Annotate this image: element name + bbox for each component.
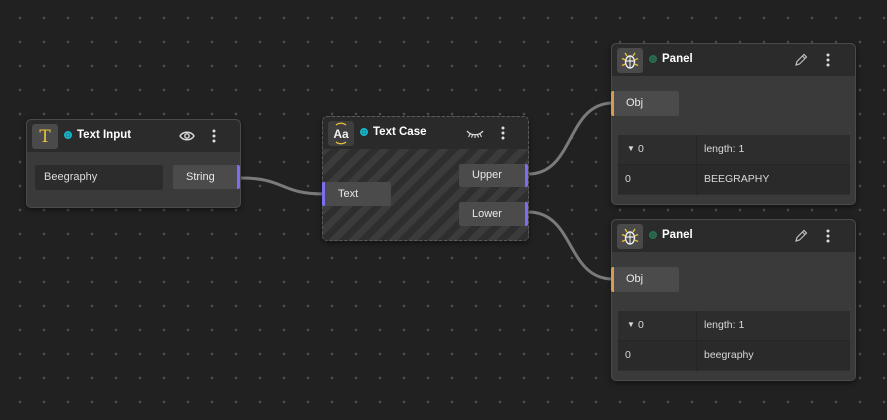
input-port-obj[interactable]: Obj (611, 91, 679, 116)
more-menu-icon[interactable] (205, 127, 223, 145)
row-index: 0 (625, 173, 631, 185)
panel-data-table: ▼ 0 length: 1 0 BEEGRAPHY (618, 135, 850, 195)
more-menu-icon[interactable] (819, 51, 837, 69)
more-menu-icon[interactable] (819, 227, 837, 245)
column-divider (696, 135, 697, 195)
text-case-node[interactable]: Aa Text Case Text Upper Lower (322, 116, 529, 241)
output-port-upper[interactable]: Upper (459, 164, 528, 187)
status-icon (649, 55, 657, 63)
collapse-caret-icon[interactable]: ▼ (627, 144, 635, 153)
text-case-Aa-icon: Aa (328, 121, 354, 146)
output-port-string[interactable]: String (173, 165, 240, 189)
input-port-obj[interactable]: Obj (611, 267, 679, 292)
more-menu-icon[interactable] (494, 124, 512, 142)
pencil-icon[interactable] (792, 51, 810, 69)
text-value-field[interactable]: Beegraphy (35, 165, 163, 190)
node-title: Text Case (373, 126, 427, 138)
table-row[interactable]: ▼ 0 length: 1 (618, 135, 850, 165)
table-row[interactable]: 0 BEEGRAPHY (618, 165, 850, 194)
pencil-icon[interactable] (792, 227, 810, 245)
row-value: beegraphy (704, 349, 754, 361)
bug-icon (617, 48, 643, 73)
node-header[interactable]: Panel (612, 220, 855, 252)
row-value: length: 1 (704, 319, 745, 331)
status-icon (360, 128, 368, 136)
node-title: Panel (662, 53, 693, 65)
bug-icon (617, 224, 643, 249)
collapse-caret-icon[interactable]: ▼ (627, 320, 635, 329)
output-port-lower[interactable]: Lower (459, 202, 528, 226)
input-port-text[interactable]: Text (322, 182, 391, 206)
node-header[interactable]: Panel (612, 44, 855, 76)
eye-icon[interactable] (178, 127, 196, 145)
status-icon (649, 231, 657, 239)
wire-lower-to-panel-2 (526, 210, 615, 281)
wire-upper-to-panel-1 (526, 101, 615, 176)
row-index: 0 (638, 143, 644, 155)
eye-closed-icon[interactable] (466, 124, 484, 142)
node-header[interactable]: Aa Text Case (323, 117, 528, 149)
table-row[interactable]: 0 beegraphy (618, 341, 850, 370)
wire-string-to-text (239, 176, 326, 196)
text-T-icon: T (32, 124, 58, 149)
text-input-node[interactable]: T Text Input Beegraphy String (26, 119, 241, 208)
node-title: Text Input (77, 129, 132, 141)
column-divider (696, 311, 697, 371)
node-header[interactable]: T Text Input (27, 120, 240, 152)
row-value: length: 1 (704, 143, 745, 155)
row-index: 0 (638, 319, 644, 331)
table-row[interactable]: ▼ 0 length: 1 (618, 311, 850, 341)
row-index: 0 (625, 349, 631, 361)
panel-data-table: ▼ 0 length: 1 0 beegraphy (618, 311, 850, 371)
node-title: Panel (662, 229, 693, 241)
panel-node-upper[interactable]: Panel Obj ▼ 0 length: 1 0 BEEGRAPHY (611, 43, 856, 205)
panel-node-lower[interactable]: Panel Obj ▼ 0 length: 1 0 beegraphy (611, 219, 856, 381)
row-value: BEEGRAPHY (704, 173, 770, 185)
status-icon (64, 131, 72, 139)
